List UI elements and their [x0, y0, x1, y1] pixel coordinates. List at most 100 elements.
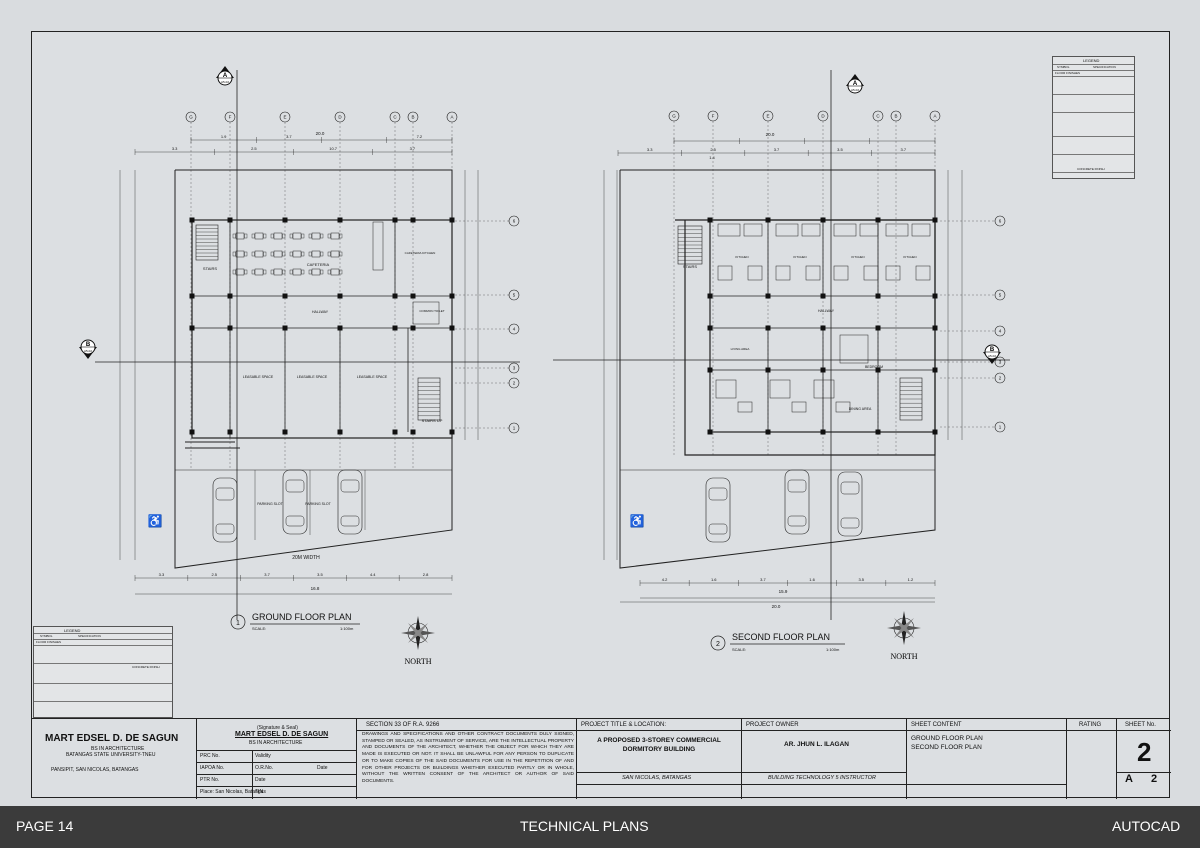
gf-scale-label: SCALE: — [252, 626, 266, 631]
legend-bottom: LEGEND SYMBOL SPECIFICATION FLOOR FINISH… — [33, 626, 173, 718]
gf-cafeteria-table-chair — [263, 233, 267, 239]
rating-cell: RATING — [1066, 719, 1117, 799]
owner-name: AR. JHUN L. ILAGAN — [784, 741, 849, 748]
gf-car-2-rear-window — [285, 515, 305, 527]
sf-bed — [911, 223, 931, 237]
gf-north-arrow: NORTH — [401, 616, 435, 666]
footer-page: PAGE 14 — [16, 818, 74, 834]
gf-cafeteria-table — [311, 250, 321, 258]
gf-toilet — [412, 301, 440, 325]
sf-section-mark-b-ref: A5-02 — [988, 354, 996, 358]
sf-axis-side-1-label: 1 — [999, 425, 1002, 430]
gf-room-leasable-1: LEASABLE SPACE — [243, 375, 274, 379]
gf-axis-g-label: G — [189, 115, 193, 120]
gf-cafeteria-table — [235, 268, 245, 276]
sf-toilet-lower — [791, 401, 807, 413]
gf-title-circle — [230, 614, 246, 630]
gf-cafeteria-table — [235, 250, 245, 258]
sf-axis-a-label: A — [933, 114, 936, 119]
sf-axis-f-label: F — [712, 114, 715, 119]
gf-car-1-rear-window — [215, 523, 235, 535]
legend-bottom-concrete: CONCRETE FINISH — [132, 665, 160, 669]
sheet-code-letter: A — [1125, 773, 1133, 785]
legend-top-title: LEGEND — [1083, 58, 1100, 63]
page-footer: PAGE 14 TECHNICAL PLANS AUTOCAD — [0, 806, 1200, 848]
column — [820, 429, 826, 435]
gf-section-mark-b-letter: B — [86, 342, 91, 348]
project-location: SAN NICOLAS, BATANGAS — [622, 775, 692, 781]
sf-title-circle — [710, 635, 726, 651]
gf-cafeteria-table — [273, 268, 283, 276]
sf-scale-label: SCALE: — [732, 647, 746, 652]
legend-bottom-col1: SYMBOL — [40, 634, 53, 638]
student-address: PANSIPIT, SAN NICOLAS, BATANGAS — [51, 767, 139, 773]
sf-north-arrow: NORTH — [887, 611, 921, 661]
sf-toilet — [863, 265, 879, 281]
tin-label: TIN — [255, 789, 264, 795]
gf-cafeteria-table — [330, 268, 340, 276]
legend-top-concrete: CONCRETE FINISH — [1077, 167, 1105, 171]
column — [449, 293, 455, 299]
column — [282, 325, 288, 331]
column — [707, 367, 713, 373]
column — [410, 325, 416, 331]
sf-toilet-lower — [737, 401, 753, 413]
column — [392, 217, 398, 223]
sf-car-1 — [705, 477, 731, 543]
sf-accessible-parking-icon: ♿ — [630, 514, 645, 528]
gf-axis-a-label: A — [450, 115, 453, 120]
column — [449, 217, 455, 223]
sf-room-living: LIVING AREA — [731, 347, 750, 351]
gf-car-1 — [212, 477, 238, 543]
gf-site-boundary — [174, 169, 453, 569]
sf-plan-title: SECOND FLOOR PLAN — [732, 632, 830, 642]
sf-room-kitchen-4: KITCHEN — [903, 255, 916, 259]
legend-top-col1: SYMBOL — [1057, 65, 1070, 69]
gf-cafeteria-table-chair — [282, 269, 286, 275]
gf-cafeteria-table-chair — [251, 269, 255, 275]
gf-cafeteria-table — [273, 232, 283, 240]
gf-cafeteria-table-chair — [327, 251, 331, 257]
owner-role: BUILDING TECHNOLOGY 5 INSTRUCTOR — [768, 775, 876, 781]
sf-site-boundary — [619, 169, 936, 569]
gf-cafeteria-table-chair — [327, 269, 331, 275]
sf-dims-bottom-value: 3.7 — [760, 577, 766, 582]
gf-cafeteria-table-chair — [308, 233, 312, 239]
column — [875, 325, 881, 331]
sf-toilet — [717, 265, 733, 281]
gf-cafeteria-table-chair — [327, 233, 331, 239]
sf-bed — [801, 223, 821, 237]
gf-cafeteria-table — [311, 232, 321, 240]
gf-title-number: 1 — [236, 620, 240, 627]
sf-toilet — [805, 265, 821, 281]
drawing-sheet-border — [31, 31, 1170, 798]
sf-axis-side-5-circle — [994, 289, 1006, 301]
column — [820, 217, 826, 223]
rating-label: RATING — [1079, 722, 1102, 728]
gf-cafeteria-table-chair — [270, 251, 274, 257]
gf-room-cafeteria: CAFETERIA — [307, 262, 330, 267]
column — [337, 325, 343, 331]
gf-axis-side-3-label: 3 — [513, 366, 516, 371]
gf-axis-side-6-label: 6 — [513, 219, 516, 224]
column — [765, 429, 771, 435]
gf-axis-side-4-label: 4 — [513, 327, 516, 332]
sf-car-1-rear-window — [708, 523, 728, 535]
legend-bottom-title: LEGEND — [64, 628, 81, 633]
gf-dims-row2-value: 2.5 — [251, 146, 257, 151]
gf-cafeteria-table-chair — [232, 269, 236, 275]
sheet-code-number: 2 — [1151, 773, 1158, 785]
gf-cafeteria-table-chair — [263, 251, 267, 257]
ptr-date-label: Date — [255, 777, 266, 783]
or-date-label: Date — [317, 765, 328, 771]
sf-axis-side-4-circle — [994, 325, 1006, 337]
content-label: SHEET CONTENT — [911, 722, 962, 728]
signature-label: (Signature & Seal) — [257, 725, 298, 731]
gf-cafeteria-table-chair — [244, 233, 248, 239]
project-label: PROJECT TITLE & LOCATION: — [581, 722, 667, 728]
gf-dims-row1-value: 1.9 — [221, 134, 227, 139]
gf-scale-value: 1:100m — [340, 626, 354, 631]
column — [227, 325, 233, 331]
column — [820, 293, 826, 299]
gf-room-kitchen: CAFETERIA KITCHEN — [405, 251, 436, 255]
